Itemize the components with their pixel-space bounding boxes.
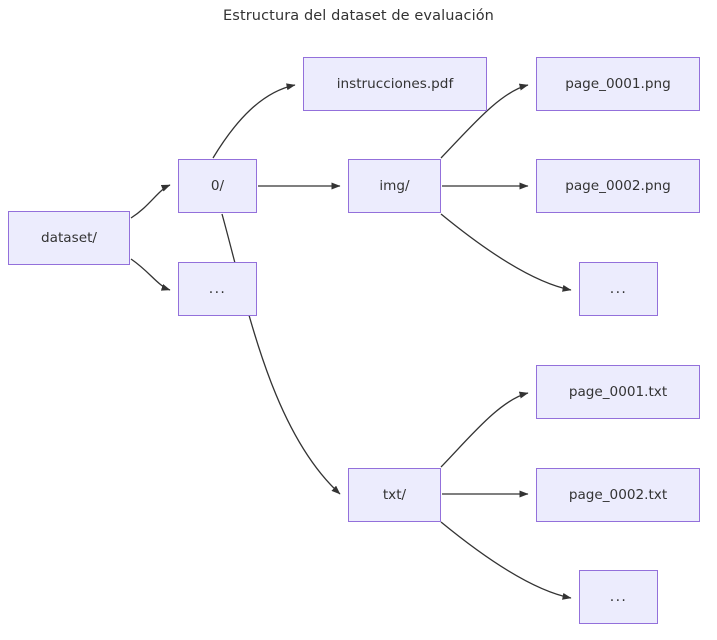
edge-zero-to-txt bbox=[221, 213, 341, 495]
node-txt2[interactable]: page_0002.txt bbox=[536, 468, 700, 522]
node-label: txt/ bbox=[382, 487, 407, 503]
edge-img-to-png1 bbox=[440, 83, 529, 159]
edge-txt-to-dots_txt bbox=[440, 521, 572, 600]
node-zero[interactable]: 0/ bbox=[178, 159, 257, 213]
node-label: img/ bbox=[379, 178, 410, 194]
node-instr[interactable]: instrucciones.pdf bbox=[303, 57, 487, 111]
node-txt[interactable]: txt/ bbox=[348, 468, 441, 522]
edge-img-to-dots_img bbox=[440, 213, 572, 292]
node-label: dataset/ bbox=[41, 230, 97, 246]
edge-dataset-to-zero bbox=[130, 184, 171, 219]
node-label: page_0002.png bbox=[565, 178, 671, 194]
node-label: page_0001.txt bbox=[568, 384, 668, 400]
node-dots_root[interactable]: ... bbox=[178, 262, 257, 316]
edge-zero-to-instr bbox=[212, 83, 296, 159]
node-label: page_0002.txt bbox=[568, 487, 668, 503]
node-dots_txt[interactable]: ... bbox=[579, 570, 658, 624]
node-label: ... bbox=[609, 589, 628, 605]
node-img[interactable]: img/ bbox=[348, 159, 441, 213]
node-label: 0/ bbox=[210, 178, 225, 194]
node-png1[interactable]: page_0001.png bbox=[536, 57, 700, 111]
edge-dataset-to-dots_root bbox=[130, 258, 171, 291]
node-png2[interactable]: page_0002.png bbox=[536, 159, 700, 213]
edge-txt-to-txt1 bbox=[440, 391, 529, 468]
node-label: ... bbox=[208, 281, 227, 297]
node-label: instrucciones.pdf bbox=[336, 76, 454, 92]
node-dots_img[interactable]: ... bbox=[579, 262, 658, 316]
node-dataset[interactable]: dataset/ bbox=[8, 211, 130, 265]
node-label: ... bbox=[609, 281, 628, 297]
node-label: page_0001.png bbox=[565, 76, 671, 92]
page-title: Estructura del dataset de evaluación bbox=[223, 8, 494, 24]
node-txt1[interactable]: page_0001.txt bbox=[536, 365, 700, 419]
